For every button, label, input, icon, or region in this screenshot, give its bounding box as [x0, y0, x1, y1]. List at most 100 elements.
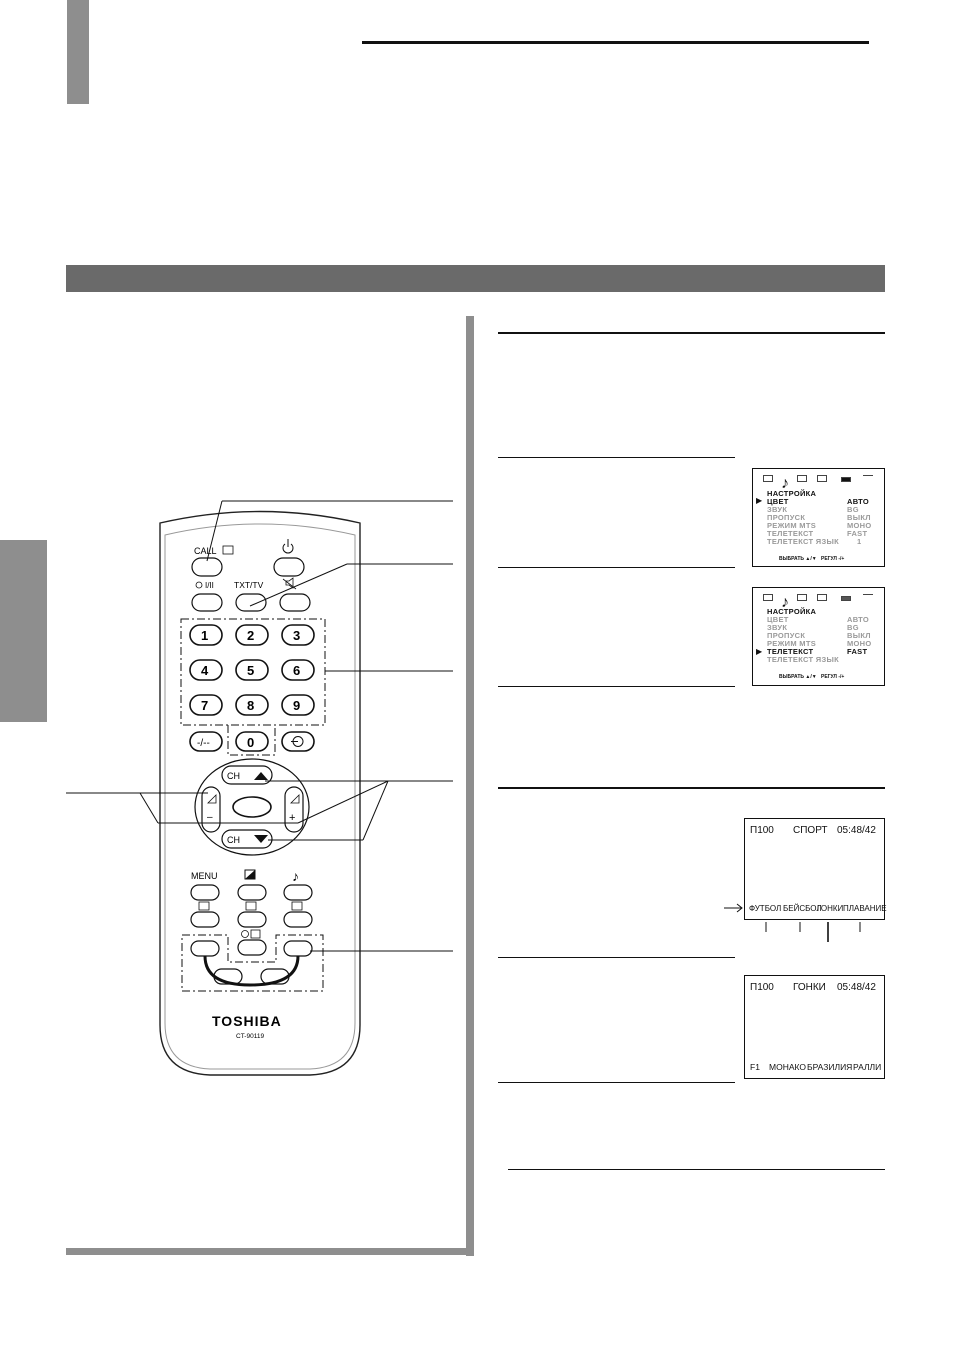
text-reveal-icon — [245, 901, 257, 911]
timer-tab-icon — [797, 594, 807, 601]
timer-button[interactable] — [237, 939, 267, 956]
fastext-link: F1 — [750, 1062, 760, 1072]
menu-item: НАСТРОЙКА — [767, 489, 817, 498]
text-index-button[interactable] — [283, 911, 313, 928]
note-rule — [508, 1169, 885, 1170]
digit-3-label: 3 — [293, 628, 300, 643]
model-number: CT-90119 — [236, 1033, 264, 1040]
ch-down-icon — [254, 835, 268, 843]
menu-item: ТЕЛЕТЕКСТ ЯЗЫК — [767, 655, 840, 664]
teletext-screen-racing: П100 ГОНКИ 05:48/42 F1 МОНАКО БРАЗИЛИЯ Р… — [744, 975, 885, 1079]
vol-up-button[interactable] — [284, 786, 304, 833]
sound-mode-label: I/II — [205, 581, 214, 590]
teletext-page-number: П100 — [750, 825, 774, 836]
call-icon — [222, 545, 234, 555]
teletext-clock: 05:48/42 — [837, 825, 876, 836]
sound-button[interactable] — [283, 884, 313, 901]
step-rule — [498, 567, 735, 568]
txt-tv-button[interactable] — [235, 593, 267, 612]
text-hold-button[interactable] — [190, 911, 220, 928]
digit-7-button[interactable] — [189, 694, 223, 716]
timer-icon — [241, 929, 261, 939]
red-button[interactable] — [190, 940, 220, 957]
ch-down-button[interactable] — [221, 829, 273, 849]
power-button[interactable] — [273, 557, 305, 577]
digit-9-label: 9 — [293, 698, 300, 713]
digit-2-button[interactable] — [235, 624, 269, 646]
menu-footer-select: ВЫБРАТЬ ▲/▼ — [779, 674, 817, 680]
input-icon — [291, 736, 304, 747]
sound-tab-icon: ♪ — [781, 594, 789, 611]
fastext-pointer-arrows — [724, 903, 861, 942]
feature-tab-icon — [817, 594, 827, 601]
vol-down-button[interactable] — [201, 786, 221, 833]
step-rule — [498, 787, 885, 789]
menu-item: РЕЖИМ MTS — [767, 521, 817, 530]
picture-tab-icon — [763, 594, 773, 601]
fastext-link: РАЛЛИ — [853, 1062, 882, 1072]
digit-6-label: 6 — [293, 663, 300, 678]
mute-button[interactable] — [279, 593, 311, 612]
digit-3-button[interactable] — [281, 624, 315, 646]
step-rule — [498, 686, 735, 687]
blue-button[interactable] — [283, 940, 313, 957]
teletext-page-title: СПОРТ — [793, 825, 828, 836]
digit-4-button[interactable] — [189, 659, 223, 681]
header-gray-bar — [67, 0, 89, 104]
menu-item: РЕЖИМ MTS — [767, 639, 817, 648]
digit-9-button[interactable] — [281, 694, 315, 716]
digit-5-button[interactable] — [235, 659, 269, 681]
menu-cursor-icon: ▶ — [756, 496, 763, 505]
dash-button[interactable] — [189, 731, 223, 752]
digit-8-button[interactable] — [235, 694, 269, 716]
picture-button[interactable] — [237, 884, 267, 901]
step-rule — [498, 1082, 735, 1083]
menu-button[interactable] — [190, 884, 220, 901]
zero-label: 0 — [247, 735, 254, 750]
menu-value: BG — [847, 623, 859, 632]
menu-footer-select: ВЫБРАТЬ ▲/▼ — [779, 556, 817, 562]
brand-logo: TOSHIBA — [212, 1013, 282, 1029]
menu-cursor-icon: ▶ — [756, 647, 763, 656]
sound-note-icon: ♪ — [292, 868, 299, 884]
zero-button[interactable] — [235, 731, 269, 752]
power-icon — [282, 539, 294, 554]
text-reveal-button[interactable] — [237, 911, 267, 928]
sound-mode-button[interactable] — [191, 593, 223, 612]
digit-6-button[interactable] — [281, 659, 315, 681]
digit-8-label: 8 — [247, 698, 254, 713]
fastext-link: БЕЙСБОЛ — [783, 904, 822, 913]
fastext-link: ПЛАВАНИЕ — [843, 904, 887, 913]
callout-lines — [66, 500, 453, 952]
text-hold-icon — [198, 901, 210, 911]
ch-up-icon — [254, 772, 268, 780]
menu-value: МОНО — [847, 639, 872, 648]
menu-value: МОНО — [847, 521, 872, 530]
menu-value: ВЫКЛ — [847, 513, 871, 522]
section-title-bar — [66, 265, 885, 292]
sound-mode-icon — [195, 581, 203, 589]
call-button[interactable] — [191, 557, 223, 577]
timer-tab-icon — [797, 475, 807, 482]
menu-value: АВТО — [847, 497, 869, 506]
menu-item: ЗВУК — [767, 623, 788, 632]
menu-label: MENU — [191, 871, 218, 881]
menu-value: 1 — [857, 537, 862, 546]
menu-value: BG — [847, 505, 859, 514]
digit-7-label: 7 — [201, 698, 208, 713]
center-button[interactable] — [232, 796, 272, 818]
text-index-icon — [291, 901, 303, 911]
menu-item: ТЕЛЕТЕКСТ — [767, 529, 814, 538]
vol-up-icon — [290, 794, 300, 804]
teletext-screen-sport: П100 СПОРТ 05:48/42 ФУТБОЛ БЕЙСБОЛ ГОНКИ… — [744, 818, 887, 920]
feature-tab-icon — [817, 475, 827, 482]
digit-1-button[interactable] — [189, 624, 223, 646]
step-rule — [498, 457, 735, 458]
vol-up-sign: + — [289, 812, 295, 824]
digit-5-label: 5 — [247, 663, 254, 678]
antenna-tab-icon — [863, 594, 873, 601]
txt-tv-label: TXT/TV — [234, 580, 264, 590]
menu-item: ПРОПУСК — [767, 631, 806, 640]
menu-value: FAST — [847, 529, 868, 538]
